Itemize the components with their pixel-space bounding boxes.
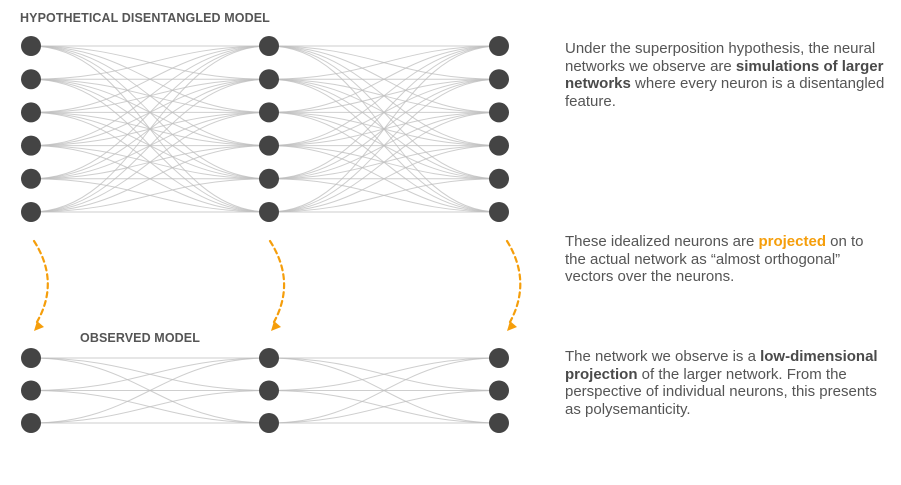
disentangled-edge [30, 45, 270, 180]
observed-neuron [259, 348, 279, 368]
disentangled-edge [30, 145, 270, 213]
arrowhead-icon [271, 321, 281, 331]
observed-edge [30, 357, 270, 424]
disentangled-edge [30, 45, 270, 213]
observed-neuron [21, 380, 41, 401]
observed-edge [268, 357, 500, 424]
disentangled-model-title: HYPOTHETICAL DISENTANGLED MODEL [20, 11, 270, 25]
disentangled-neuron [489, 168, 509, 189]
disentangled-edge [268, 178, 500, 213]
disentangled-edge [30, 178, 270, 213]
disentangled-edge [268, 45, 500, 213]
observed-neuron [489, 413, 509, 433]
disentangled-neuron [21, 69, 41, 90]
text-span: The network we observe is a [565, 348, 761, 365]
observed-model-title: OBSERVED MODEL [80, 331, 200, 345]
disentangled-neuron [489, 69, 509, 90]
disentangled-edge [268, 145, 500, 213]
text-span: of the larger network. From the perspect… [565, 365, 877, 418]
disentangled-model-edges [30, 45, 500, 213]
disentangled-neuron [259, 135, 279, 156]
observed-edge [30, 390, 270, 424]
disentangled-neuron [259, 168, 279, 189]
arrowhead-icon [507, 321, 517, 331]
disentangled-neuron [489, 202, 509, 222]
disentangled-neuron [259, 36, 279, 56]
disentangled-neuron [21, 102, 41, 123]
projection-arrow [505, 239, 522, 324]
projection-arrows [32, 239, 522, 331]
disentangled-model-neurons [21, 36, 509, 222]
disentangled-edge [268, 78, 500, 213]
emphasis-text: simulations of larger networks [565, 57, 884, 93]
polysemanticity-description: The network we observe is a low-dimensio… [565, 348, 885, 418]
disentangled-edge [268, 45, 500, 80]
projected-highlight: projected [758, 233, 826, 250]
disentangled-neuron [259, 102, 279, 123]
text-span: where every neuron is a disentangled fea… [565, 75, 885, 110]
disentangled-edge [30, 78, 270, 213]
projection-arrow [268, 239, 286, 324]
text-span: These idealized neurons are [565, 233, 759, 250]
disentangled-edge [268, 111, 500, 213]
arrowhead-icon [34, 321, 44, 331]
observed-edge [30, 357, 270, 391]
disentangled-neuron [489, 102, 509, 123]
disentangled-neuron [489, 135, 509, 156]
disentangled-edge [30, 45, 270, 113]
emphasis-text: low-dimensional projection [565, 348, 878, 383]
observed-neuron [259, 413, 279, 433]
observed-neuron [489, 380, 509, 401]
projection-description: These idealized neurons are projected on… [565, 233, 885, 286]
disentangled-neuron [259, 69, 279, 90]
observed-model-edges [30, 357, 500, 424]
disentangled-edge [268, 45, 500, 113]
disentangled-neuron [21, 135, 41, 156]
disentangled-edge [30, 45, 270, 147]
disentangled-neuron [21, 36, 41, 56]
observed-edge [268, 357, 500, 391]
superposition-description: Under the superposition hypothesis, the … [565, 40, 885, 110]
disentangled-edge [268, 45, 500, 147]
disentangled-neuron [21, 202, 41, 222]
observed-edge [268, 390, 500, 424]
disentangled-neuron [489, 36, 509, 56]
disentangled-edge [268, 45, 500, 180]
observed-neuron [21, 413, 41, 433]
disentangled-neuron [259, 202, 279, 222]
text-span: Under the superposition hypothesis, the … [565, 40, 876, 75]
disentangled-neuron [21, 168, 41, 189]
observed-neuron [259, 380, 279, 401]
disentangled-edge [30, 45, 270, 80]
text-span: on to the actual network as “almost orth… [565, 233, 864, 285]
disentangled-edge [30, 111, 270, 213]
observed-neuron [21, 348, 41, 368]
projection-arrow [32, 239, 49, 324]
observed-neuron [489, 348, 509, 368]
observed-model-neurons [21, 348, 509, 433]
